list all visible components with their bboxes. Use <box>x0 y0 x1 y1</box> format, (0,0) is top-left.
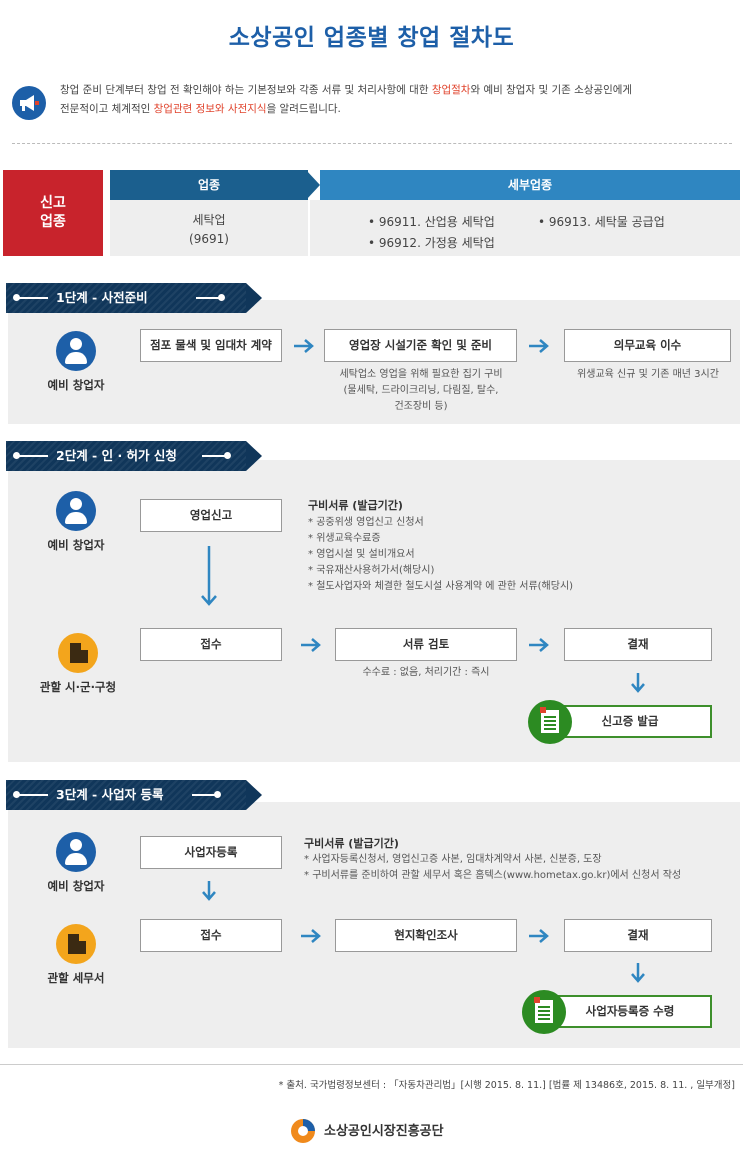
stage3-actor-taxoffice: 관할 세무서 <box>36 924 116 986</box>
education-note: 위생교육 신규 및 기존 매년 3시간 <box>577 369 719 380</box>
stage2-actor-office: 관할 시·군·구청 <box>28 633 128 695</box>
review-note: 수수료 : 없음, 처리기간 : 즉시 <box>362 667 490 678</box>
org-name: 소상공인시장진흥공단 <box>324 1124 444 1139</box>
stage1-actor: 예비 창업자 <box>36 331 116 393</box>
result-registration-certificate: 사업자등록증 수령 <box>548 995 712 1028</box>
arrow-right-icon <box>529 638 549 652</box>
person-icon <box>56 491 96 531</box>
step-facility-check: 영업장 시설기준 확인 및 준비 <box>324 329 517 362</box>
step-receipt: 접수 <box>140 919 282 952</box>
docs-title: 구비서류 (발급기간) <box>308 499 403 512</box>
sub-industry-item: • 96913. 세탁물 공급업 <box>538 215 665 229</box>
stage3-header: 3단계 - 사업자 등록 <box>6 780 262 810</box>
divider <box>12 143 732 144</box>
org-logo-icon <box>291 1119 315 1143</box>
step-business-registration: 사업자등록 <box>140 836 282 869</box>
step-document-review: 서류 검토 <box>335 628 517 661</box>
doc-item: 사업자등록신청서, 영업신고증 사본, 임대차계약서 사본, 신분증, 도장 <box>304 852 681 868</box>
step-business-report: 영업신고 <box>140 499 282 532</box>
sub-industry-column-header: 세부업종 <box>320 170 740 200</box>
header-arrow <box>306 170 320 200</box>
industry-column-header: 업종 <box>110 170 308 200</box>
step-store-lease: 점포 물색 및 임대차 계약 <box>140 329 282 362</box>
facility-note: 세탁업소 영업을 위해 필요한 집기 구비(물세탁, 드라이크리닝, 다림질, … <box>339 369 503 412</box>
step-approval: 결재 <box>564 628 712 661</box>
docs-list: 사업자등록신청서, 영업신고증 사본, 임대차계약서 사본, 신분증, 도장 구… <box>304 852 681 884</box>
arrow-right-icon <box>529 339 549 353</box>
arrow-right-icon <box>301 929 321 943</box>
step-approval: 결재 <box>564 919 712 952</box>
page-title: 소상공인 업종별 창업 절차도 <box>228 25 515 51</box>
arrow-down-icon <box>631 963 645 983</box>
stage1-header: 1단계 - 사전준비 <box>6 283 262 313</box>
doc-item: 영업시설 및 설비개요서 <box>308 547 573 563</box>
sub-industry-item: • 96911. 산업용 세탁업 <box>368 215 495 229</box>
person-icon <box>56 331 96 371</box>
doc-item: 공중위생 영업신고 신청서 <box>308 515 573 531</box>
arrow-right-icon <box>301 638 321 652</box>
building-icon <box>56 924 96 964</box>
docs-title: 구비서류 (발급기간) <box>304 837 399 850</box>
doc-item: 국유재산사용허가서(해당시) <box>308 563 573 579</box>
sub-industry-item: • 96912. 가정용 세탁업 <box>368 236 495 250</box>
docs-list: 공중위생 영업신고 신청서 위생교육수료증 영업시설 및 설비개요서 국유재산사… <box>308 515 573 595</box>
doc-item: 구비서류를 준비하여 관할 세무서 혹은 홈텍스(www.hometax.go.… <box>304 868 681 884</box>
arrow-right-icon <box>529 929 549 943</box>
step-mandatory-education: 의무교육 이수 <box>564 329 731 362</box>
step-receipt: 접수 <box>140 628 282 661</box>
result-report-certificate: 신고증 발급 <box>548 705 712 738</box>
stage1-panel <box>8 300 740 424</box>
sub-industry-cell: • 96911. 산업용 세탁업 • 96913. 세탁물 공급업 • 9691… <box>310 200 740 256</box>
document-icon <box>528 700 572 744</box>
arrow-down-icon <box>202 881 216 901</box>
intro-text: 창업 준비 단계부터 창업 전 확인해야 하는 기본정보와 각종 서류 및 처리… <box>60 84 633 115</box>
stage2-actor-applicant: 예비 창업자 <box>36 491 116 553</box>
doc-item: 위생교육수료증 <box>308 531 573 547</box>
megaphone-icon <box>12 86 46 120</box>
stage3-actor-applicant: 예비 창업자 <box>36 832 116 894</box>
doc-item: 철도사업자와 체결한 철도시설 사용계약 에 관한 서류(해당시) <box>308 579 573 595</box>
footer-divider <box>0 1064 743 1065</box>
arrow-right-icon <box>294 339 314 353</box>
person-icon <box>56 832 96 872</box>
industry-cell: 세탁업(9691) <box>110 200 308 256</box>
source-note: * 출처. 국가법령정보센터 : 「자동차관리법」[시행 2015. 8. 11… <box>278 1080 735 1091</box>
step-site-inspection: 현지확인조사 <box>335 919 517 952</box>
arrow-down-icon <box>631 673 645 693</box>
document-icon <box>522 990 566 1034</box>
stage2-header: 2단계 - 인 · 허가 신청 <box>6 441 262 471</box>
arrow-down-icon <box>201 546 217 606</box>
building-icon <box>58 633 98 673</box>
